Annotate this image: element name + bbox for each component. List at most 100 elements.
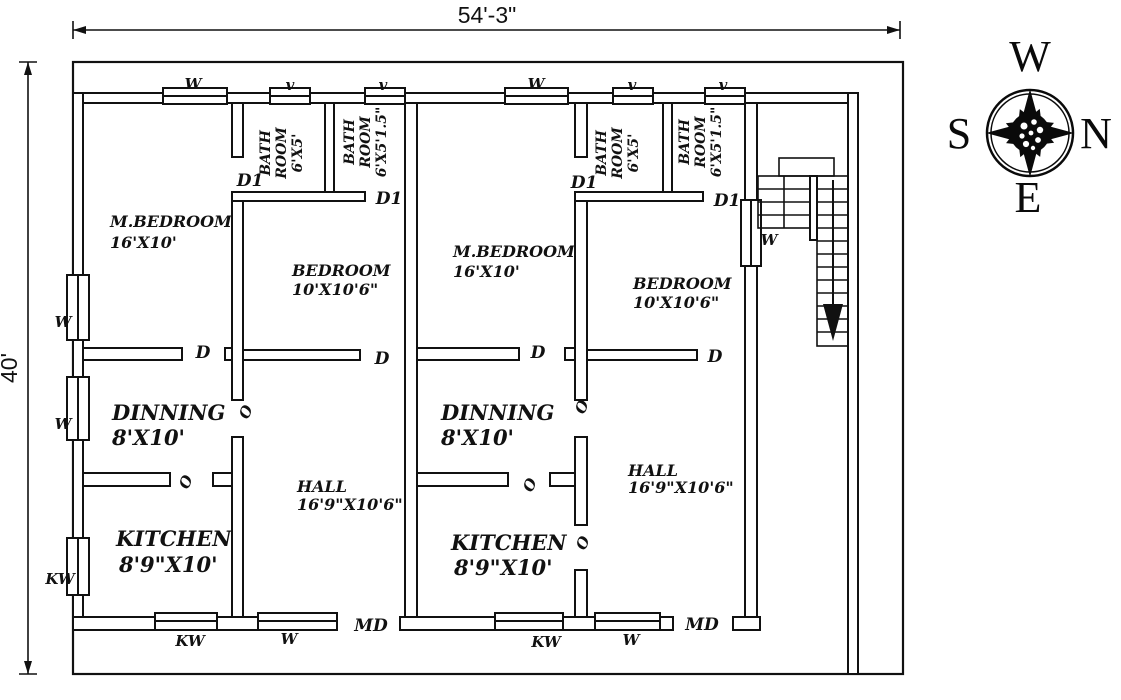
bathroom2-line1: BATH — [342, 118, 358, 165]
wall-r-bath-divider — [662, 102, 673, 202]
kitchen-window-label-left: KW — [44, 570, 77, 588]
wall-l-hall-top — [242, 349, 361, 361]
room-bathroom1-label: BATH ROOM 6'X5' — [258, 127, 306, 180]
room-master-bedroom-size: 16'X10' — [110, 233, 177, 252]
room-labels-unit-right: M.BEDROOM 16'X10' BATH ROOM 6'X5' BATH R… — [440, 107, 734, 580]
room-master-bedroom-name: M.BEDROOM — [452, 242, 576, 261]
window-label-left-1: W — [55, 313, 74, 331]
bathroom2-line3: 6'X5'1.5" — [709, 107, 725, 178]
wall-bottom-seg3 — [732, 616, 761, 631]
site-boundary — [71, 60, 905, 676]
wall-l-bath-divider — [324, 102, 335, 202]
dimension-top: 54'-3" — [72, 2, 901, 39]
window-top-1 — [162, 87, 228, 105]
bathroom2-line2: ROOM — [693, 116, 709, 169]
wall-l-dinning-top — [82, 347, 183, 361]
window-label-left-2: W — [55, 415, 74, 433]
compass-rose: W N E S — [947, 32, 1112, 222]
dim-arrow-down — [24, 661, 32, 674]
wall-l-kitchen-top-stub — [212, 472, 233, 487]
main-door-label-left: MD — [353, 616, 388, 636]
wall-stair-left — [744, 102, 758, 618]
stair-landing — [778, 157, 835, 177]
wall-r-dinning-top-stub — [564, 347, 576, 361]
room-kitchen-size: 8'9"X10' — [453, 555, 553, 580]
room-dinning-name: DINNING — [440, 400, 554, 425]
wall-r-spine-low — [574, 569, 588, 618]
room-hall-name: HALL — [627, 461, 678, 480]
dim-arrow-right — [887, 26, 900, 34]
dimension-height-label: 40' — [0, 353, 22, 383]
opening-label-l1: O — [235, 402, 257, 421]
building-walls — [72, 92, 859, 675]
room-bathroom1-label: BATH ROOM 6'X5' — [594, 127, 642, 180]
room-kitchen-size: 8'9"X10' — [118, 552, 218, 577]
window-bottom-kw-right — [494, 612, 564, 631]
bath-door-label-l2: D1 — [375, 189, 403, 209]
kitchen-window-label-bottom-right: KW — [530, 633, 563, 651]
bathroom1-line3: 6'X5' — [626, 134, 642, 173]
dim-arrow-left — [73, 26, 86, 34]
compass-left-label: S — [947, 109, 971, 158]
window-left-1 — [66, 274, 90, 341]
room-bathroom2-label: BATH ROOM 6'X5'1.5" — [677, 107, 725, 178]
room-hall-size: 16'9"X10'6" — [297, 495, 403, 514]
room-dinning-size: 8'X10' — [111, 425, 185, 450]
bathroom1-line1: BATH — [594, 129, 610, 176]
stair-divider-wall — [809, 175, 818, 241]
bathroom2-line3: 6'X5'1.5" — [374, 107, 390, 178]
wall-r-bath-floor — [574, 191, 704, 202]
main-door-label-right: MD — [684, 615, 719, 635]
wall-unit-divider — [404, 102, 418, 618]
opening-label-r1: O — [571, 397, 593, 416]
staircase — [757, 157, 849, 347]
window-bottom-kw-left — [154, 612, 218, 631]
wall-r-bath-left-upper — [574, 102, 588, 158]
window-label-stair: W — [761, 231, 780, 249]
windows — [66, 87, 762, 631]
bath-door-label-r2: D1 — [713, 191, 741, 211]
room-master-bedroom-name: M.BEDROOM — [109, 212, 233, 231]
room-bedroom-name: BEDROOM — [632, 274, 733, 293]
door-label-r1: D — [530, 343, 546, 363]
bathroom1-line2: ROOM — [610, 127, 626, 180]
kitchen-window-label-bottom-left: KW — [174, 632, 207, 650]
wall-r-kitchen-top-stub — [549, 472, 576, 487]
vent-label-top-4: v — [719, 76, 728, 94]
wall-r-hall-top — [586, 349, 698, 361]
opening-label-r2: O — [519, 475, 541, 494]
bathroom2-line1: BATH — [677, 118, 693, 165]
bathroom1-line3: 6'X5' — [290, 134, 306, 173]
room-bathroom2-label: BATH ROOM 6'X5'1.5" — [342, 107, 390, 178]
vent-top-1 — [269, 87, 311, 105]
door-label-l1: D — [195, 343, 211, 363]
wall-exterior-right — [847, 92, 859, 675]
vent-top-4 — [704, 87, 746, 105]
window-label-top-2: W — [528, 75, 547, 93]
room-dinning-name: DINNING — [111, 400, 225, 425]
room-dinning-size: 8'X10' — [440, 425, 514, 450]
bathroom1-line2: ROOM — [274, 127, 290, 180]
vent-top-3 — [612, 87, 654, 105]
room-bedroom-size: 10'X10'6" — [633, 293, 719, 312]
window-label-top-1: W — [185, 75, 204, 93]
room-master-bedroom-size: 16'X10' — [453, 262, 520, 281]
bath-door-label-r1: D1 — [570, 173, 598, 193]
wall-l-dinning-top-stub — [224, 347, 233, 361]
bathroom1-line1: BATH — [258, 129, 274, 176]
dimension-left: 40' — [0, 61, 37, 675]
vent-top-2 — [364, 87, 406, 105]
room-bedroom-name: BEDROOM — [291, 261, 392, 280]
wall-r-spine-seg — [574, 436, 588, 526]
wall-r-dinning-top — [416, 347, 520, 361]
stair-down-arrow — [823, 180, 843, 341]
door-label-l2: D — [374, 349, 390, 369]
bath-door-label-l1: D1 — [236, 171, 264, 191]
room-labels-unit-left: M.BEDROOM 16'X10' BATH ROOM 6'X5' BATH R… — [109, 107, 403, 577]
window-top-2 — [504, 87, 569, 105]
compass-icon — [985, 88, 1075, 178]
opening-label-l2: O — [175, 472, 197, 491]
wall-l-spine-mid — [231, 200, 244, 401]
